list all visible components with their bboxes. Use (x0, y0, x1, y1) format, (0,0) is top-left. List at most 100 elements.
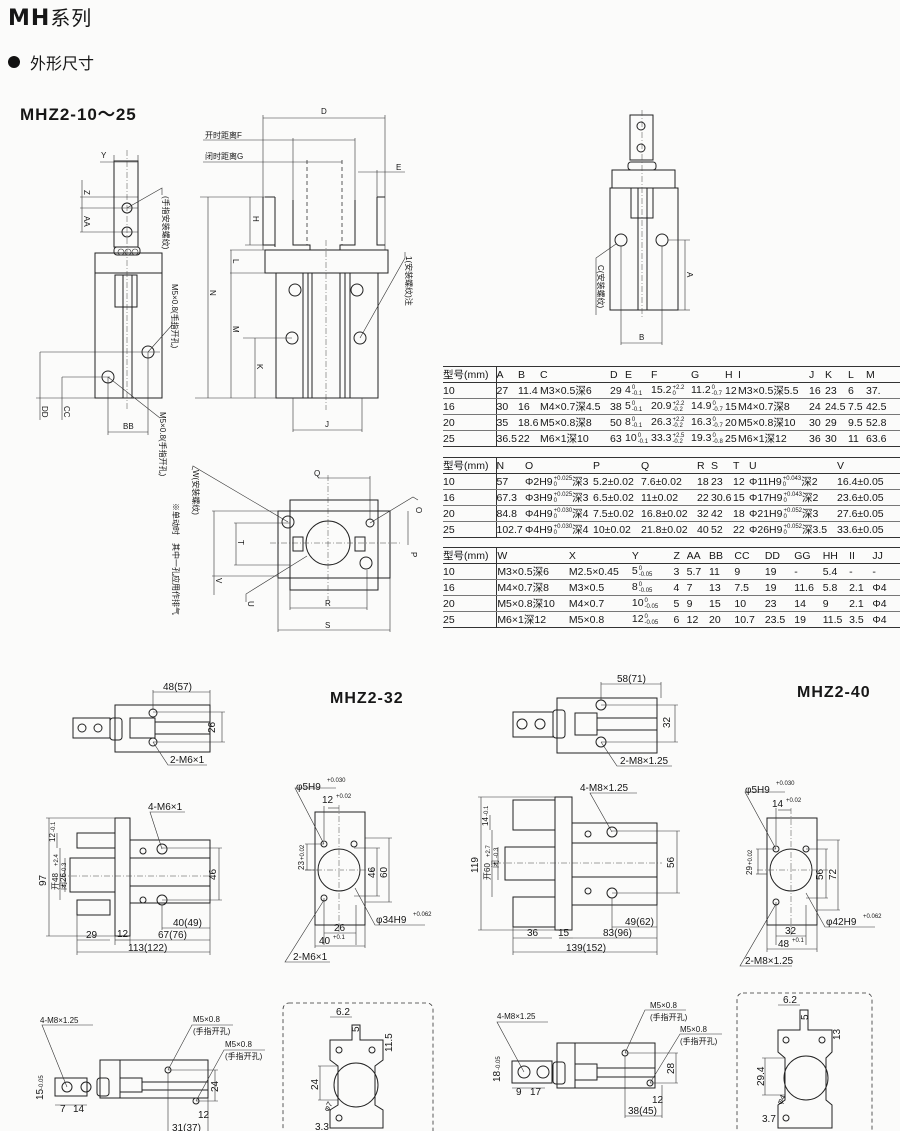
mhz40-top-height: 32 (662, 716, 673, 728)
table-cell: Φ4 (872, 611, 900, 628)
mhz40-pin-tol: +0.030 (776, 781, 795, 787)
table-cell: 102.7 (496, 521, 525, 538)
dim-a: A (685, 272, 694, 278)
mhz32-close-tol: -0.3 (62, 862, 68, 873)
b40-d17: 17 (530, 1087, 542, 1098)
table-cell: 9 (686, 595, 709, 612)
table-cell: 27.6±0.05 (837, 505, 900, 522)
mhz32-pin: φ5H9 (296, 782, 321, 793)
single-acting-note: ※单动时 其中一孔应用作排气 (171, 503, 181, 615)
mhz32-w26: 26 (334, 923, 346, 934)
d32-phi: φ7 (322, 1100, 335, 1113)
table-cell: 12 (733, 473, 749, 490)
tolerance: +2.2-0.2 (672, 416, 685, 429)
b32-port2: M5×0.8 (225, 1040, 252, 1049)
model-cell: 20 (443, 505, 497, 522)
d32-w33: 3.3 (315, 1122, 329, 1131)
mhz40-close-tol: -0.3 (494, 847, 500, 858)
column-header: Y (631, 547, 674, 564)
d32-h5: 5 (351, 1026, 362, 1032)
table-cell: 15 (709, 595, 735, 612)
table-cell: 5 (673, 595, 687, 612)
table-cell: 18 (733, 505, 749, 522)
column-header: H (725, 366, 738, 383)
series-prefix: MH (8, 6, 51, 31)
column-header: D (610, 366, 625, 383)
mhz32-close: 闭26 (59, 873, 68, 890)
mhz32-w12-tol: +0.02 (336, 794, 352, 800)
column-header: K (825, 366, 848, 383)
drawing-1025-bottom: Q O P T V U R S W(安装螺纹) ※单动时 其中一孔应用作排气 (171, 465, 423, 632)
table-cell: 11.4 (518, 382, 540, 399)
model-cell: 25 (443, 430, 497, 447)
column-header: AA (686, 547, 709, 564)
column-header: F (651, 366, 691, 383)
mhz40-close: 闭 (491, 860, 500, 868)
c-thread-note: C(安装螺纹) (596, 265, 606, 308)
b32-h15: 15 (35, 1088, 46, 1100)
column-header: GG (794, 547, 823, 564)
drawing-mhz32: MHZ2-32 48(57) 26 2-M6×1 4-M6×1 97 12 开4… (38, 682, 432, 963)
b32-port1: M5×0.8 (193, 1015, 220, 1024)
column-header: M (866, 366, 900, 383)
model-cell: 20 (443, 595, 498, 612)
series-title: MH系列 (8, 2, 92, 31)
tolerance: 0-0.1 (631, 384, 643, 397)
table-cell: 10.7 (734, 611, 765, 628)
model-range-title: MHZ2-10～25 (20, 105, 137, 124)
table-cell: M6×1深12 (496, 611, 569, 628)
b32-h24: 24 (210, 1080, 221, 1092)
mhz40-h29: 29 (745, 866, 754, 875)
table-cell: 22 (733, 521, 749, 538)
b40-d9: 9 (516, 1087, 522, 1098)
table-cell: M5×0.8深10 (738, 414, 809, 431)
mhz40-d83: 83(96) (603, 928, 632, 939)
table-cell: 27 (496, 382, 518, 399)
table-cell: 3 (673, 563, 687, 580)
dim-cc: CC (62, 406, 71, 418)
column-header: 型号(mm) (443, 366, 497, 383)
dim-z: Z (82, 190, 91, 195)
mhz32-h46: 46 (208, 868, 219, 880)
column-header: E (625, 366, 651, 383)
table-cell: 18 (697, 473, 711, 490)
model-cell: 10 (443, 382, 497, 399)
mhz40-open: 开60 (483, 863, 492, 880)
b40-thread: 4-M8×1.25 (497, 1012, 536, 1021)
mhz32-h23-tol: +0.02 (300, 844, 306, 860)
table-cell: 11±0.02 (641, 489, 697, 506)
mhz32-h60: 60 (379, 866, 390, 878)
table-cell: 23 (825, 382, 848, 399)
mhz32-bore-tol: +0.062 (413, 912, 432, 918)
column-header: W (496, 547, 569, 564)
tolerance: 0-0.7 (712, 416, 723, 429)
table-cell: 7.6±0.02 (641, 473, 697, 490)
column-header: A (496, 366, 518, 383)
table-cell: M3×0.5深6 (540, 382, 610, 399)
table-cell: 7.5 (848, 398, 866, 415)
table-cell: 15 (725, 398, 738, 415)
mhz40-d139: 139(152) (566, 943, 606, 954)
table-cell: Φ4 (872, 579, 900, 596)
table-cell: 29 (825, 414, 848, 431)
table-cell: 23 (711, 473, 733, 490)
model-cell: 16 (443, 489, 497, 506)
d40-h5: 5 (800, 1014, 811, 1020)
d32-h24: 24 (310, 1078, 321, 1090)
bullet-icon (8, 56, 20, 68)
table-cell: M5×0.8深8 (540, 414, 610, 431)
section-title: 外形尺寸 (30, 54, 95, 73)
